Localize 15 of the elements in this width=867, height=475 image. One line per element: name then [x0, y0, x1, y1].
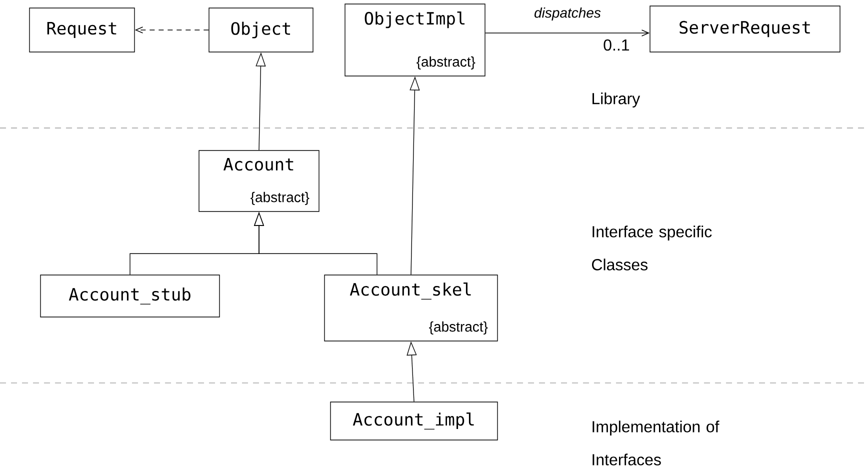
- class-box: Account_stub: [40, 274, 220, 318]
- arrow: [485, 30, 650, 36]
- class-box: Account_skel {abstract}: [324, 274, 498, 342]
- class-box: Account_impl: [330, 402, 498, 440]
- class-box: Object: [208, 8, 314, 52]
- arrow: [134, 26, 209, 34]
- edge-label: dispatches: [533, 6, 602, 22]
- layer-label: Library: [592, 92, 640, 108]
- layer-label: Interface specific Classes: [592, 226, 712, 270]
- class-box: Request: [29, 8, 135, 52]
- multiplicity-label: 0..1: [604, 39, 630, 51]
- class-box: Account {abstract}: [198, 150, 320, 212]
- class-box: ObjectImpl {abstract}: [344, 4, 486, 76]
- layer-label: Implementation of Interfaces: [592, 420, 720, 466]
- class-box: ServerRequest: [650, 6, 840, 52]
